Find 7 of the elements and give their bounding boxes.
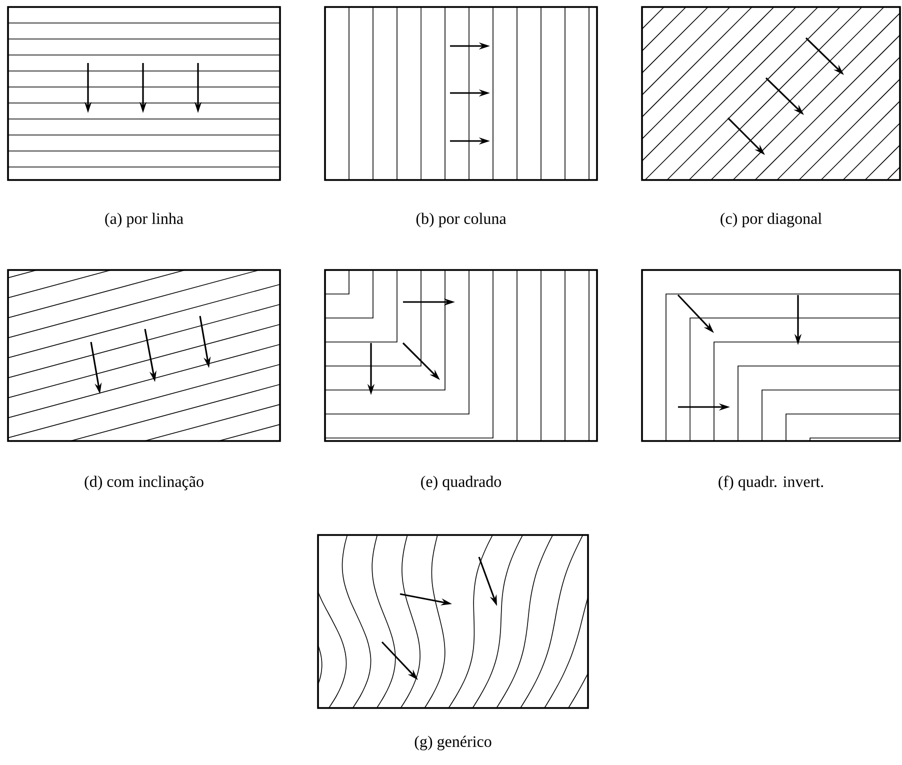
caption: (b) por coluna [416, 212, 506, 228]
caption: (f) quadr. invert. [718, 476, 824, 490]
caption: (e) quadrado [421, 476, 502, 490]
caption: (d) com inclinação [84, 476, 204, 490]
caption: (c) por diagonal [720, 212, 822, 228]
caption: (g) genérico [414, 736, 492, 750]
caption: (a) por linha [105, 212, 184, 228]
